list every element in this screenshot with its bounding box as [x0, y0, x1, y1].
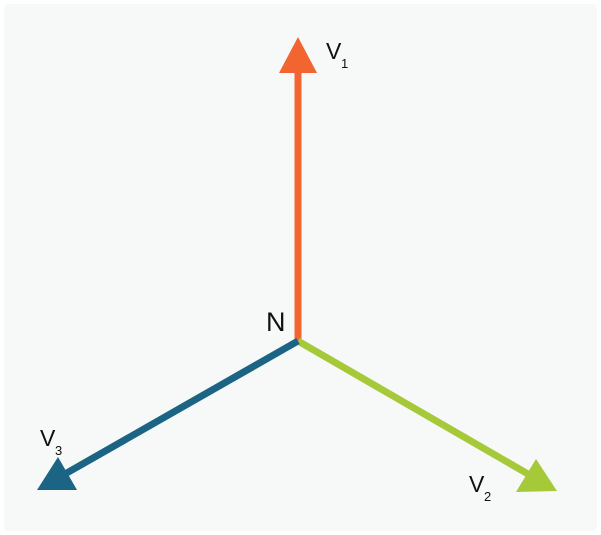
label-v1-subscript: 1 [341, 56, 348, 71]
label-v3-symbol: V [40, 425, 56, 451]
label-v2-subscript: 2 [484, 489, 491, 504]
label-v1-symbol: V [326, 38, 342, 64]
label-v1: V 1 [326, 38, 348, 71]
label-v3: V 3 [40, 425, 62, 458]
phasor-v3-shaft [63, 337, 300, 478]
label-v2: V 2 [469, 471, 491, 504]
phasor-v3-arrowhead [37, 457, 77, 490]
phasor-v2-shaft [296, 337, 530, 478]
label-v3-subscript: 3 [55, 443, 62, 458]
phasor-v3 [37, 337, 300, 490]
phasor-v2 [296, 337, 557, 492]
node-label: N [266, 307, 286, 337]
phasor-v1 [279, 37, 317, 341]
label-v2-symbol: V [469, 471, 485, 497]
phasor-v1-arrowhead [279, 37, 317, 73]
phasor-v2-arrowhead [516, 459, 557, 492]
